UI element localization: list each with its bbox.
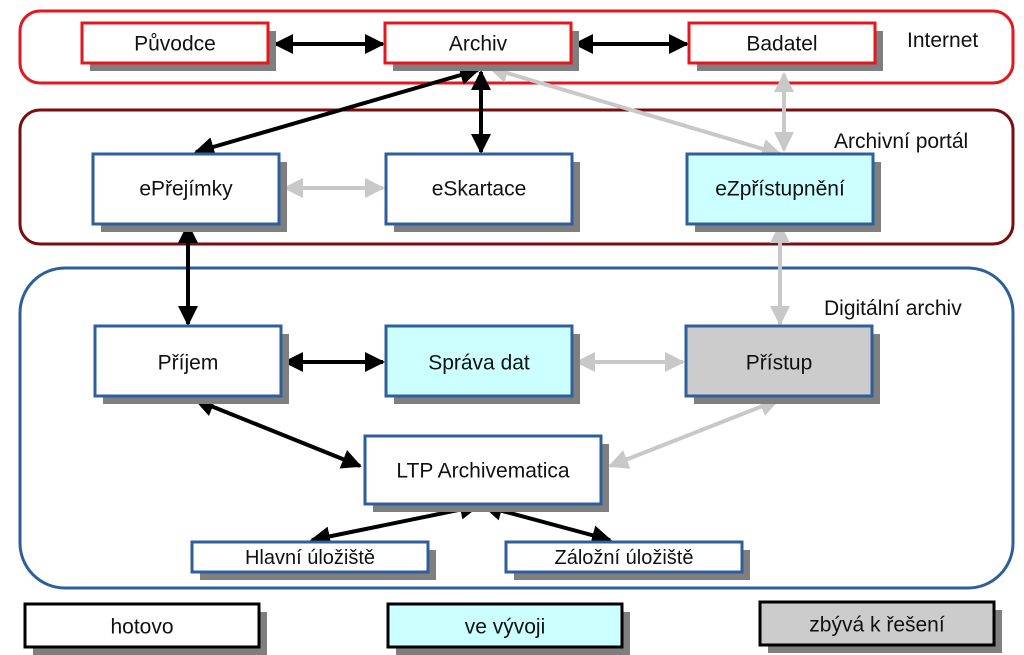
legend-todo: zbývá k řešení: [758, 600, 1002, 653]
arrow-prijem-ltp: [194, 397, 362, 469]
arrow-archiv-ezpristupneni: [488, 63, 782, 159]
node-sprava-dat[interactable]: Správa dat: [384, 324, 580, 404]
node-ezpristupneni-label: eZpřístupnění: [715, 178, 845, 201]
node-ltp-archivematica-label: LTP Archivematica: [396, 460, 569, 483]
portal-group-label: Archivní portál: [834, 130, 968, 153]
legend-done-label: hotovo: [110, 616, 173, 639]
node-prijem[interactable]: Příjem: [93, 324, 289, 404]
node-archiv-label: Archiv: [449, 33, 508, 56]
legend-done: hotovo: [23, 602, 267, 655]
node-zalozni-uloziste[interactable]: Záložní úložiště: [504, 540, 750, 580]
node-sprava-dat-label: Správa dat: [428, 352, 530, 375]
legend-in-progress: ve vývoji: [386, 602, 630, 655]
node-pristup[interactable]: Přístup: [684, 324, 880, 404]
node-prijem-label: Příjem: [158, 352, 219, 375]
arrow-ltp-pristup: [608, 397, 780, 469]
legend-in-progress-label: ve vývoji: [465, 616, 546, 639]
node-hlavni-uloziste[interactable]: Hlavní úložiště: [190, 540, 436, 580]
node-eprejimky-label: ePřejímky: [139, 178, 233, 201]
node-ltp-archivematica[interactable]: LTP Archivematica: [363, 434, 609, 512]
node-zalozni-uloziste-label: Záložní úložiště: [555, 547, 694, 569]
node-hlavni-uloziste-label: Hlavní úložiště: [245, 547, 375, 569]
digital-archive-group-label: Digitální archiv: [824, 297, 962, 320]
node-badatel[interactable]: Badatel: [687, 21, 883, 71]
internet-group-label: Internet: [907, 29, 978, 52]
legend-todo-label: zbývá k řešení: [809, 614, 945, 637]
node-eprejimky[interactable]: ePřejímky: [91, 152, 287, 232]
node-ezpristupneni[interactable]: eZpřístupnění: [685, 152, 881, 232]
node-eskartace[interactable]: eSkartace: [384, 152, 580, 232]
node-puvodce-label: Původce: [134, 33, 216, 56]
digital-archive-group: [18, 266, 1015, 590]
arrow-archiv-eprejimky: [194, 65, 480, 157]
node-puvodce[interactable]: Původce: [80, 21, 276, 71]
node-eskartace-label: eSkartace: [432, 178, 527, 201]
node-archiv[interactable]: Archiv: [383, 21, 579, 71]
node-badatel-label: Badatel: [746, 33, 817, 56]
node-pristup-label: Přístup: [746, 352, 813, 375]
